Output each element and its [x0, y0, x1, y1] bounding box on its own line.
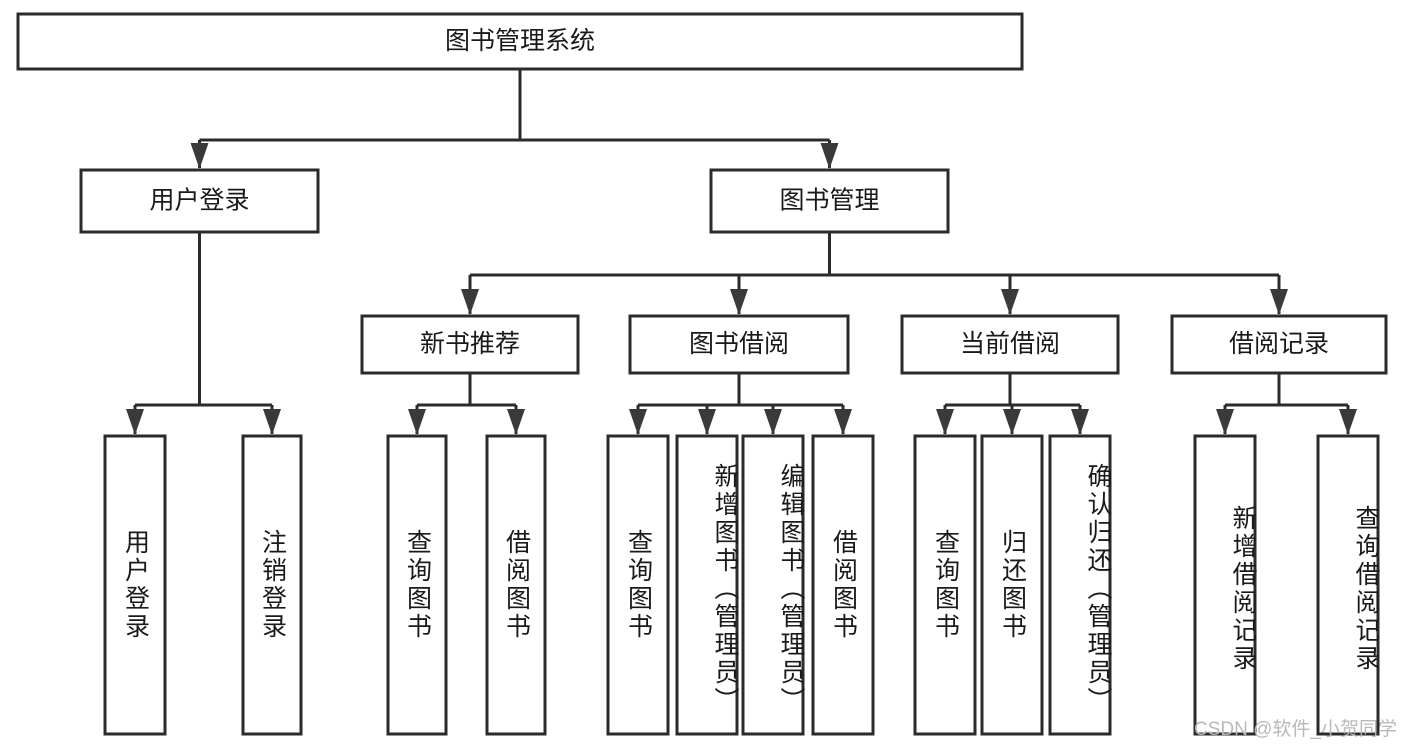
node-box-rect [360, 314, 580, 375]
leaf-node-12[interactable] [1316, 434, 1380, 736]
node-box-rect [900, 314, 1120, 375]
node-label: 图书管理 [779, 187, 879, 215]
leaf-node-9[interactable] [980, 434, 1044, 736]
node-box-rect [79, 168, 320, 234]
node-level3-3[interactable]: 借阅记录 [1170, 314, 1388, 375]
leaf-box-rect [741, 434, 805, 736]
watermark-text: CSDN @软件_小贺同学 [1194, 719, 1397, 740]
leaf-box-rect [913, 434, 977, 736]
leaf-box-rect [241, 434, 303, 736]
leaf-node-4[interactable] [606, 434, 670, 736]
leaf-node-6[interactable] [741, 434, 805, 736]
arrow-head-icon [820, 143, 839, 169]
arrow-head-icon [936, 409, 954, 435]
leaf-node-3[interactable] [485, 434, 547, 736]
node-level2-0[interactable]: 用户登录 [79, 168, 320, 234]
leaf-node-1[interactable] [241, 434, 303, 736]
arrow-head-icon [629, 409, 647, 435]
leaf-box-rect [980, 434, 1044, 736]
leaf-node-11[interactable] [1193, 434, 1257, 736]
node-box-rect [628, 314, 850, 375]
arrow-head-icon [1216, 409, 1234, 435]
node-label: 用户登录 [149, 187, 249, 215]
leaf-node-10[interactable] [1048, 434, 1112, 736]
arrow-head-icon [764, 409, 782, 435]
leaf-node-7[interactable] [811, 434, 875, 736]
arrow-head-icon [126, 409, 144, 435]
leaf-box-rect [1193, 434, 1257, 736]
arrow-head-icon [1001, 289, 1019, 315]
arrow-head-icon [1071, 409, 1089, 435]
node-root[interactable]: 图书管理系统 [16, 12, 1024, 71]
arrow-head-icon [730, 289, 748, 315]
leaf-node-5[interactable] [675, 434, 739, 736]
leaf-node-2[interactable] [386, 434, 448, 736]
leaf-node-8[interactable] [913, 434, 977, 736]
node-box-rect [709, 168, 950, 234]
leaf-box-rect [606, 434, 670, 736]
leaf-box-rect [811, 434, 875, 736]
arrow-head-icon [1003, 409, 1021, 435]
arrow-head-icon [408, 409, 426, 435]
arrow-head-icon [507, 409, 525, 435]
leaf-box-rect [1048, 434, 1112, 736]
leaf-box-rect [386, 434, 448, 736]
connectors-layer [126, 69, 1357, 435]
node-label: 图书管理系统 [445, 27, 595, 55]
arrow-head-icon [834, 409, 852, 435]
node-label: 借阅记录 [1229, 330, 1329, 358]
arrow-head-icon [698, 409, 716, 435]
leaf-box-rect [485, 434, 547, 736]
node-level2-1[interactable]: 图书管理 [709, 168, 950, 234]
node-label: 图书借阅 [689, 330, 789, 358]
arrow-head-icon [190, 143, 209, 169]
leaf-box-rect [675, 434, 739, 736]
leaf-box-rect [103, 434, 167, 736]
arrow-head-icon [1339, 409, 1357, 435]
node-box-rect [16, 12, 1024, 71]
node-box-rect [1170, 314, 1388, 375]
node-level3-0[interactable]: 新书推荐 [360, 314, 580, 375]
node-level3-1[interactable]: 图书借阅 [628, 314, 850, 375]
node-label: 新书推荐 [420, 330, 520, 358]
leaf-node-0[interactable] [103, 434, 167, 736]
node-label: 当前借阅 [960, 330, 1060, 358]
node-level3-2[interactable]: 当前借阅 [900, 314, 1120, 375]
arrow-head-icon [461, 289, 479, 315]
leaf-box-rect [1316, 434, 1380, 736]
arrow-head-icon [1270, 289, 1288, 315]
arrow-head-icon [263, 409, 281, 435]
